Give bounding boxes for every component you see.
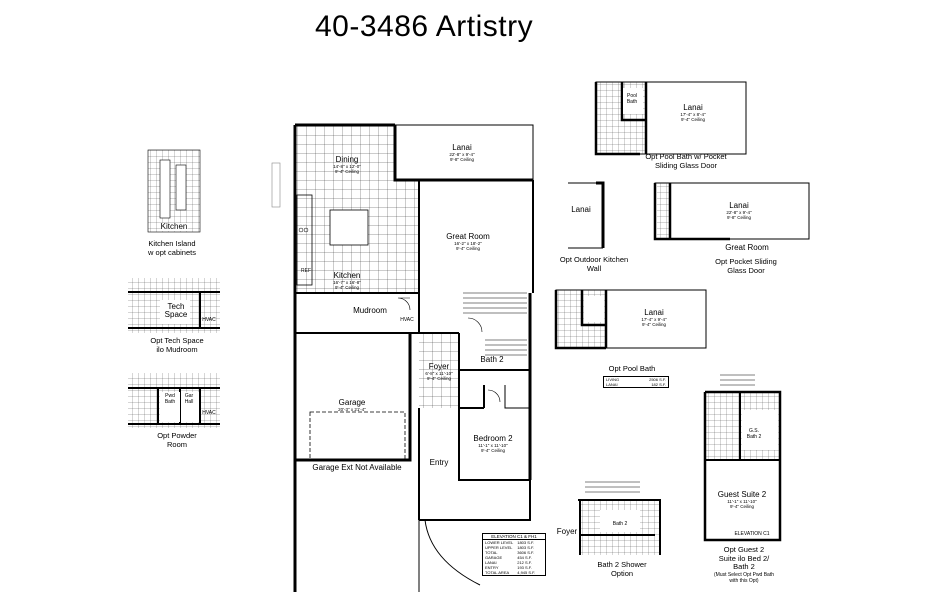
guest-suite-bath-label: G.S. Bath 2 [746,428,762,440]
powder-hvac-label: HVAC [202,410,216,416]
guest-suite-caption: Opt Guest 2 Suite ilo Bed 2/ Bath 2 (Mus… [713,545,775,584]
outdoor-kitchen-caption: Opt Outdoor Kitchen Wall [559,255,629,273]
kitchen-label: Kitchen 16'-7" x 16'-8" 9'-4" Ceiling [333,271,361,290]
dining-label: Dining 14'-8" x 12'-0" 9'-4" Ceiling [333,155,361,174]
garage-label: Garage 20'-3" x 21'-4" [338,398,366,412]
outdoor-kitchen-lanai: Lanai [571,205,591,214]
pool-bath-pocket-option [594,81,747,156]
pocket-sliding-great-room: Great Room [725,243,769,252]
area-table-heading: ELEVATION C1 & FH1 [483,534,545,540]
pocket-sliding-option [653,182,810,241]
bath2-shower-option [578,481,661,555]
hvac-label: HVAC [400,317,414,323]
outdoor-kitchen-option [568,181,605,249]
pocket-sliding-lanai: Lanai 22'-8" x 9'-4" 9'-8" Ceiling [726,201,752,220]
guest-suite-room-label: Guest Suite 2 11'-1" x 11'-10" 9'-4" Cei… [717,490,767,509]
great-room-label: Great Room 16'-2" x 18'-2" 9'-4" Ceiling [446,232,490,251]
shower-caption: Bath 2 Shower Option [597,560,647,578]
bedroom2-label: Bedroom 2 11'-1" x 11'-10" 9'-4" Ceiling [473,434,513,453]
tech-space-option [128,278,220,333]
plan-title: 40-3486 Artistry [315,10,534,43]
pool-bath-lanai: Lanai 17'-4" x 9'-4" 9'-4" Ceiling [641,308,667,327]
powder-room-option [128,373,220,428]
pool-bath-caption: Opt Pool Bath [608,364,656,373]
guest-suite-option [703,374,782,542]
fridge-label: REF [301,268,311,274]
gar-hall-label: Gar Hall [184,393,194,405]
guest-suite-elevation: ELEVATION C1 [734,531,770,537]
pool-bath-pocket-caption: Opt Pool Bath w/ Pocket Sliding Glass Do… [645,152,727,170]
pool-bath-pocket-pool-label: Pool Bath [626,93,638,105]
tech-space-caption: Opt Tech Space ilo Mudroom [150,336,204,354]
kitchen-island-room: Kitchen [160,222,188,231]
foyer-label: Foyer 6'-8" x 11'-10" 9'-4" Ceiling [425,362,453,381]
powder-room-caption: Opt Powder Room [157,431,197,449]
garage-ext-note: Garage Ext Not Available [312,463,402,472]
main-plan [271,123,534,592]
kitchen-island-caption: Kitchen Island w opt cabinets [148,239,196,257]
pool-bath-pocket-lanai: Lanai 17'-4" x 8'-4" 9'-4" Ceiling [680,103,706,122]
pool-bath-option [554,289,707,350]
tech-space-room: Tech Space [164,302,188,319]
mudroom-label: Mudroom [353,306,387,315]
pocket-sliding-caption: Opt Pocket Sliding Glass Door [715,257,777,275]
pwd-bath-label: Pwd Bath [164,393,176,405]
entry-label: Entry [429,458,449,467]
tech-hvac-label: HVAC [202,317,216,323]
bath2-label: Bath 2 [480,355,504,364]
lanai-label: Lanai 22'-8" x 9'-4" 9'-8" Ceiling [449,143,475,162]
kitchen-island-option [147,149,201,233]
shower-foyer-label: Foyer [556,527,578,536]
shower-bath-label: Bath 2 [612,521,628,527]
